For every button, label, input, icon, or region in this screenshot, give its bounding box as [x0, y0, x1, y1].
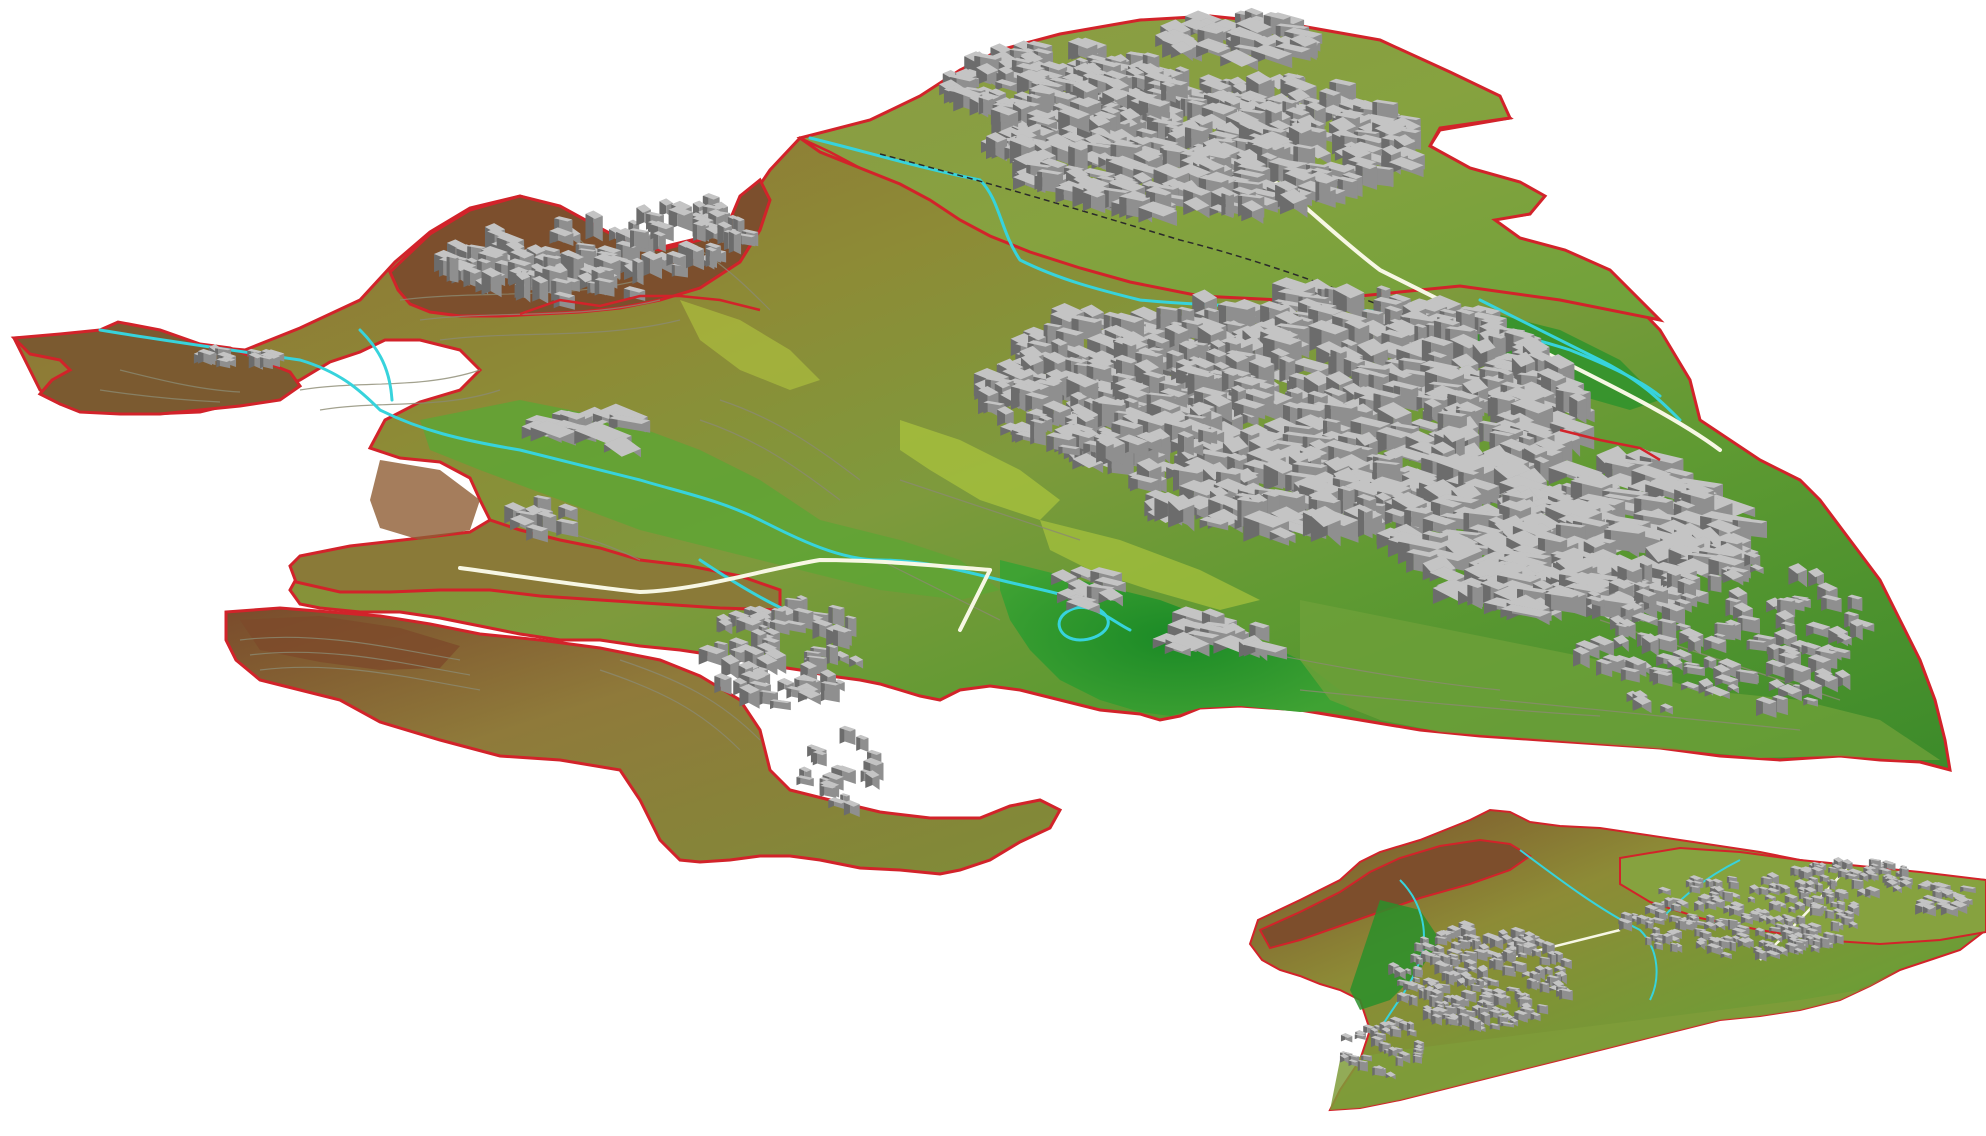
- building: [1851, 878, 1864, 891]
- building: [1357, 505, 1373, 539]
- building: [1645, 936, 1652, 946]
- building: [1161, 81, 1176, 103]
- connector-road: [958, 568, 992, 632]
- building: [1820, 937, 1830, 949]
- building: [812, 750, 827, 767]
- building: [705, 246, 718, 269]
- building: [1470, 984, 1481, 993]
- building: [1537, 1003, 1549, 1015]
- building: [1409, 994, 1418, 1007]
- building: [839, 725, 856, 746]
- building: [1559, 988, 1573, 1001]
- bright-slope-3: [680, 300, 820, 390]
- building: [1825, 909, 1835, 920]
- building: [1729, 940, 1736, 952]
- main-building-blocks: [193, 7, 1875, 818]
- building: [1707, 573, 1722, 593]
- building: [594, 277, 615, 297]
- building: [1390, 1027, 1402, 1038]
- building: [1829, 879, 1836, 891]
- inset-terrain-view: [1248, 808, 1986, 1112]
- building: [1539, 981, 1550, 994]
- upland-brown-patch: [370, 460, 480, 540]
- building: [985, 132, 1008, 162]
- building: [1528, 978, 1537, 991]
- building: [826, 644, 839, 666]
- building: [1395, 1056, 1404, 1067]
- main-terrain-view: [10, 7, 1952, 876]
- south-east-slope: [1300, 600, 1940, 760]
- building: [1372, 1066, 1384, 1077]
- building: [1177, 431, 1194, 456]
- building: [556, 518, 579, 538]
- building: [820, 681, 840, 703]
- building: [1467, 582, 1484, 607]
- main-road: [458, 557, 992, 595]
- bright-slope-2: [1040, 520, 1260, 610]
- building: [1539, 956, 1551, 966]
- building: [446, 255, 459, 283]
- building: [1689, 885, 1701, 894]
- main-river: [98, 328, 1002, 582]
- building: [1445, 971, 1455, 986]
- river-network: [98, 136, 1682, 642]
- building: [630, 228, 649, 249]
- building: [1493, 958, 1504, 971]
- northern-river: [808, 136, 1662, 398]
- mid-west-band: [288, 518, 782, 612]
- building: [1412, 967, 1423, 978]
- building: [1834, 933, 1844, 945]
- building: [856, 734, 869, 752]
- building: [1549, 952, 1557, 965]
- building: [1670, 942, 1678, 953]
- building: [1830, 920, 1840, 932]
- building: [1162, 148, 1184, 169]
- building: [1068, 143, 1088, 172]
- building: [1847, 594, 1863, 612]
- building: [728, 229, 742, 255]
- building: [1809, 906, 1822, 917]
- building: [653, 231, 666, 253]
- building: [1315, 179, 1331, 203]
- building: [1412, 1054, 1422, 1064]
- building: [1458, 1012, 1470, 1028]
- building: [1596, 658, 1613, 678]
- building: [693, 221, 706, 242]
- building: [1221, 191, 1234, 217]
- building: [1502, 965, 1515, 977]
- building: [632, 257, 644, 286]
- bright-slope-1: [900, 420, 1060, 520]
- tributary-west: [358, 328, 394, 402]
- building: [1728, 880, 1739, 890]
- building: [1677, 919, 1687, 931]
- building: [770, 699, 791, 711]
- east-river: [1478, 298, 1682, 422]
- building: [1030, 419, 1046, 446]
- building: [1357, 1060, 1368, 1072]
- building: [1340, 1033, 1353, 1043]
- building: [259, 355, 273, 370]
- upland-brown-patch-2: [240, 616, 460, 670]
- building: [1414, 942, 1423, 953]
